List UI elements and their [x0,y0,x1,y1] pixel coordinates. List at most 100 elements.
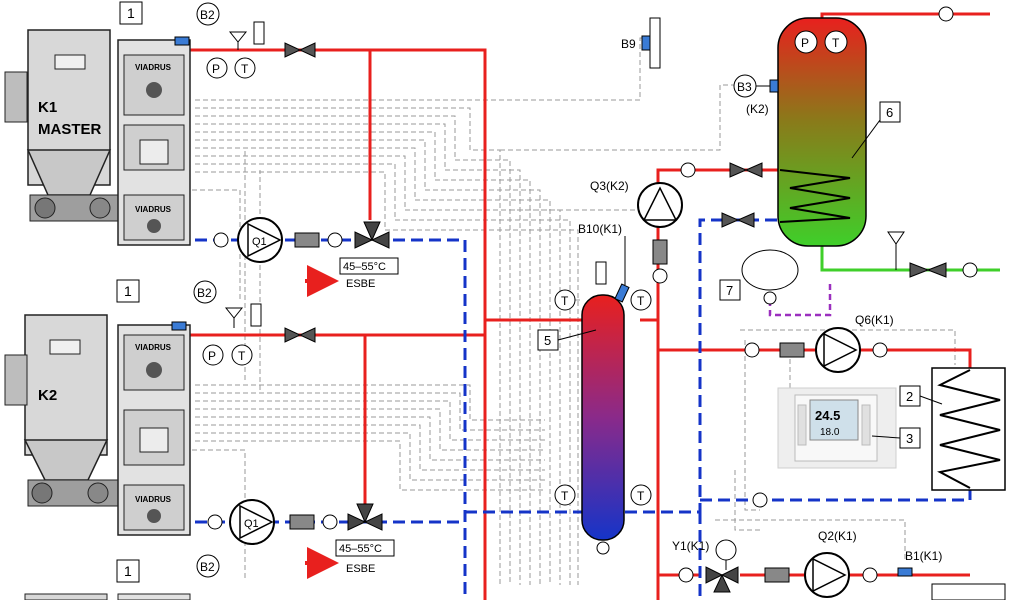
pellet-hopper [24,314,108,456]
svg-text:P: P [801,36,809,50]
check-valve-icon [213,232,229,248]
pump-q2 [804,552,850,598]
item-number-box [116,559,140,583]
check-valve-icon [327,232,343,248]
svg-text:T: T [241,62,249,76]
hopper-cone [26,149,112,196]
sensor-b3-owner: (K2) [746,102,769,116]
ball-valve-icon [909,262,947,278]
svg-text:T: T [637,294,645,308]
brand-label: VIADRUS [135,63,172,72]
thermometer-icon [630,484,652,506]
pump-q3-label: Q3(K2) [590,179,629,193]
controller-number: 3 [906,431,913,446]
sensor-b1-label: B1(K1) [905,549,942,563]
svg-text:VIADRUS: VIADRUS [135,495,172,504]
svg-text:1: 1 [124,563,132,579]
pump-q3 [637,182,683,228]
expansion-vessel [741,249,799,291]
sensor-b3 [769,79,779,93]
svg-text:T: T [238,349,246,363]
item-number-box [116,279,140,303]
gauge-temperature [231,344,253,366]
mixing-valve-y1-label: Y1(K1) [672,539,709,553]
sensor-b2 [174,36,190,46]
mixing-valve-icon [354,221,390,249]
valve-brand: ESBE [346,278,375,290]
pump-q6 [815,327,861,373]
hot-water-tank [777,17,867,247]
strainer-icon [294,232,320,248]
item-number: 1 [127,5,135,21]
vessel-number: 7 [726,283,733,298]
svg-text:ESBE: ESBE [346,563,375,575]
valve-range-box [339,257,399,275]
item-number-box [119,1,143,25]
sensor-b9 [641,35,651,51]
fill-pipes [768,280,832,317]
mixing-valve-icon [347,503,383,531]
ball-valve-icon [284,42,316,58]
radiator-number: 2 [906,389,913,404]
boiler-name: K2 [38,387,57,404]
vessel-number-box [719,279,741,301]
sensor-b10-label: B10(K1) [578,222,622,236]
sensor-b10 [614,283,630,303]
mixing-valve-y1 [705,566,739,593]
hydraulic-separator [581,294,625,541]
radiator-lower [931,583,1006,600]
controller-display [809,399,859,441]
svg-text:T: T [637,489,645,503]
gauge-pressure [202,344,224,366]
boiler-k2: K2 VIADRUS VIADRUS [4,314,191,536]
tank-number-box [879,101,901,123]
sensor-b2-label: B2 [200,8,215,22]
boiler-name-line2: MASTER [38,121,102,138]
svg-text:45–55°C: 45–55°C [339,543,382,555]
svg-text:T: T [832,36,840,50]
strainer-icon [764,567,790,583]
controller-display-line2: 18.0 [820,427,840,438]
svg-text:Q1: Q1 [244,518,259,530]
svg-text:1: 1 [124,283,132,299]
boiler-name-line1: K1 [38,99,57,116]
svg-text:P: P [208,349,216,363]
valve-range: 45–55°C [343,261,386,273]
controller-display-line1: 24.5 [815,408,840,423]
pump-q6-label: Q6(K1) [855,313,894,327]
tank-coil [779,169,851,223]
ball-valve-icon [284,327,316,343]
pump-q1-k1 [237,217,283,263]
tank-number: 6 [886,105,893,120]
thermometer-icon [630,289,652,311]
tank-gauge-pressure [794,30,818,54]
sensor-b2 [171,321,187,331]
pump-q1-k2 [229,499,275,545]
sensor-b1 [897,567,913,577]
sensor-b9-label: B9 [621,37,636,51]
burner-motor [4,71,28,123]
radiator-coil [937,369,1001,489]
sensor-b2-bubble [193,280,217,304]
boiler-k1: K1 MASTER VIADRUS VIADRUS [4,29,191,246]
svg-text:T: T [561,294,569,308]
gauge-pressure [206,57,228,79]
tank-gauge-temperature [824,30,848,54]
pump-q2-label: Q2(K1) [818,529,857,543]
sensor-b2-bubble [196,554,220,578]
strainer-icon [779,342,805,358]
gauge-temperature [234,57,256,79]
ball-valve-icon [721,162,763,228]
sensor-b2-bubble [196,2,220,26]
thermometer-icon [554,289,576,311]
brand-label-lower: VIADRUS [135,205,172,214]
svg-text:T: T [561,489,569,503]
thermometer-icon [554,484,576,506]
safety-valve-icon [887,231,905,270]
svg-text:B2: B2 [197,286,212,300]
svg-text:VIADRUS: VIADRUS [135,343,172,352]
svg-text:B2: B2 [200,560,215,574]
strainer-icon [289,514,315,530]
hopper-label-plate [54,54,86,70]
